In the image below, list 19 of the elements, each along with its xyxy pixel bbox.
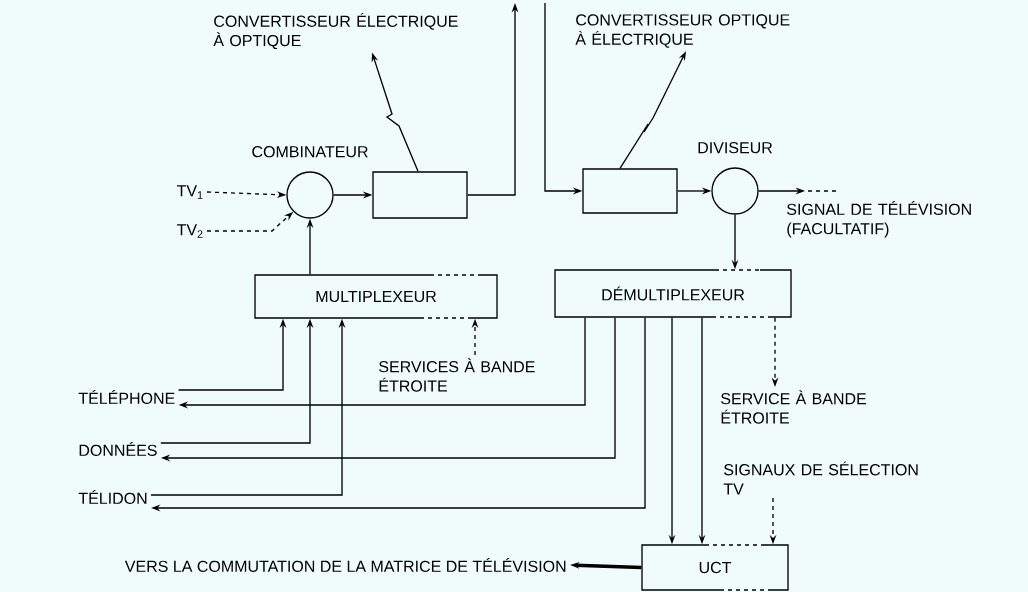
destination-label: VERS LA COMMUTATION DE LA MATRICE DE TÉLÉVISION bbox=[124, 558, 566, 572]
node-label: COMBINATEUR bbox=[252, 146, 368, 158]
converter-label: CONVERTISSEUR OPTIQUE À ÉLECTRIQUE bbox=[575, 14, 790, 48]
converter-box bbox=[582, 168, 678, 214]
node-label: DIVISEUR bbox=[698, 142, 773, 154]
input-label: TV$_{2}$ bbox=[177, 224, 203, 238]
converter-label: CONVERTISSEUR ÉLECTRIQUE À OPTIQUE bbox=[213, 12, 458, 50]
multiplexer-box: MULTIPLEXEUR bbox=[254, 274, 498, 319]
input-label: TV$_{1}$ bbox=[177, 185, 203, 199]
demultiplexer-box: DÉMULTIPLEXEUR bbox=[554, 269, 792, 318]
signal-label: SIGNAL DE TÉLÉVISION (FACULTATIF) bbox=[787, 201, 971, 238]
service-label: SERVICES À BANDE ÉTROITE bbox=[379, 358, 535, 392]
service-label: DONNÉES bbox=[79, 442, 157, 456]
cpu-box: UCT bbox=[641, 544, 789, 591]
service-label: TÉLÉPHONE bbox=[78, 390, 175, 404]
service-label: TÉLIDON bbox=[78, 490, 147, 504]
service-label: SIGNAUX DE SÉLECTION TV bbox=[723, 461, 918, 495]
converter-box bbox=[372, 171, 468, 219]
service-label: SERVICE À BANDE ÉTROITE bbox=[721, 390, 867, 424]
